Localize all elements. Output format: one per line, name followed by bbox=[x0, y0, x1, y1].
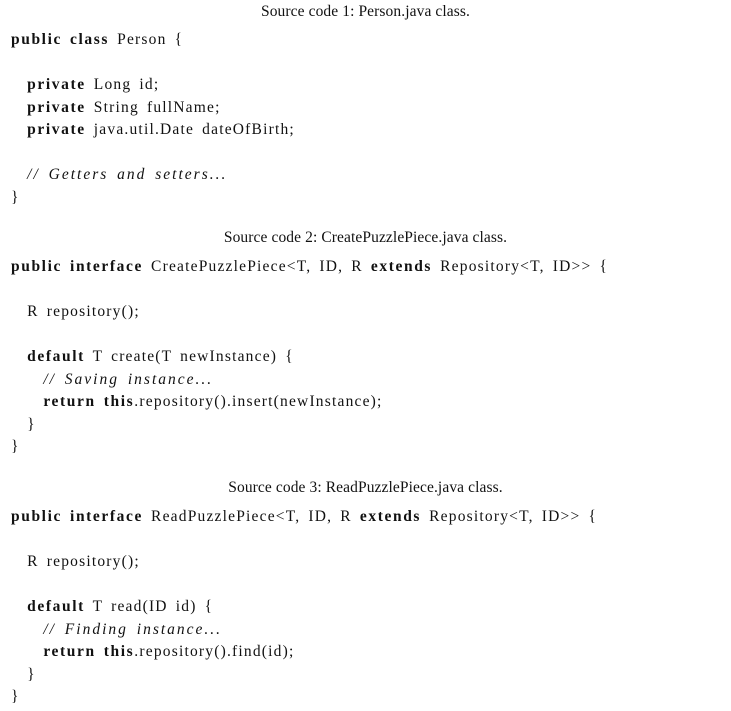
code-text bbox=[11, 76, 27, 93]
code-text: String fullName; bbox=[85, 98, 221, 116]
code-line: // Getters and setters... bbox=[11, 164, 726, 187]
keyword: class bbox=[70, 31, 110, 48]
code-line: public interface ReadPuzzlePiece<T, ID, … bbox=[11, 506, 726, 529]
code-line: R repository(); bbox=[11, 551, 726, 574]
code-text bbox=[11, 643, 43, 660]
code-text bbox=[11, 121, 27, 138]
code-line: private java.util.Date dateOfBirth; bbox=[11, 119, 726, 142]
code-line: } bbox=[11, 664, 726, 687]
keyword: return bbox=[43, 393, 96, 410]
code-line: // Saving instance... bbox=[11, 369, 726, 392]
code-text bbox=[11, 99, 27, 116]
code-line: default T create(T newInstance) { bbox=[11, 346, 726, 369]
code-text: .repository().insert(newInstance); bbox=[134, 393, 383, 410]
code-line: R repository(); bbox=[11, 301, 726, 324]
code-text: Long id; bbox=[85, 76, 160, 93]
code-text: ReadPuzzlePiece<T, ID, R bbox=[142, 508, 360, 525]
code-line bbox=[11, 142, 726, 165]
code-text: } bbox=[11, 188, 20, 206]
code-text: java.util.Date dateOfBirth; bbox=[85, 121, 295, 138]
code-text: T read(ID id) { bbox=[84, 598, 214, 615]
keyword: extends bbox=[359, 508, 422, 525]
code-text: CreatePuzzlePiece<T, ID, R bbox=[142, 258, 371, 275]
code-line: private Long id; bbox=[11, 74, 726, 97]
code-text: R repository(); bbox=[11, 553, 140, 570]
listing-2-code: public interface CreatePuzzlePiece<T, ID… bbox=[11, 256, 726, 459]
code-line: return this.repository().insert(newInsta… bbox=[11, 391, 726, 414]
code-line: // Finding instance... bbox=[11, 619, 726, 642]
listing-3-caption: Source code 3: ReadPuzzlePiece.java clas… bbox=[228, 479, 503, 496]
code-line bbox=[11, 574, 726, 597]
listing-3-code: public interface ReadPuzzlePiece<T, ID, … bbox=[11, 506, 726, 709]
code-text bbox=[11, 598, 27, 615]
code-text: Repository<T, ID>> { bbox=[421, 508, 598, 525]
listing-2-caption: Source code 2: CreatePuzzlePiece.java cl… bbox=[223, 229, 508, 246]
code-line: default T read(ID id) { bbox=[11, 596, 726, 619]
code-text: R repository(); bbox=[11, 303, 140, 320]
keyword: this bbox=[103, 643, 135, 660]
keyword: interface bbox=[70, 508, 143, 525]
code-text bbox=[62, 258, 70, 275]
code-line: public interface CreatePuzzlePiece<T, ID… bbox=[11, 256, 726, 279]
code-text bbox=[11, 166, 27, 183]
code-line: return this.repository().find(id); bbox=[11, 641, 726, 664]
code-text: } bbox=[11, 688, 20, 705]
code-line bbox=[11, 279, 726, 302]
code-line bbox=[11, 529, 726, 552]
keyword: public bbox=[11, 258, 62, 275]
code-text bbox=[11, 371, 43, 388]
code-text: .repository().find(id); bbox=[134, 643, 295, 660]
code-text: Person { bbox=[109, 31, 184, 48]
code-comment: // Getters and setters... bbox=[27, 166, 228, 183]
code-text: } bbox=[11, 665, 36, 683]
keyword: default bbox=[27, 598, 85, 615]
code-text: T create(T newInstance) { bbox=[84, 348, 294, 365]
code-text bbox=[62, 508, 70, 525]
code-comment: // Saving instance... bbox=[43, 370, 214, 388]
code-text bbox=[11, 393, 43, 410]
code-text bbox=[11, 348, 27, 365]
code-comment: // Finding instance... bbox=[43, 620, 223, 638]
code-text bbox=[96, 643, 104, 660]
keyword: public bbox=[11, 508, 62, 525]
keyword: return bbox=[43, 643, 96, 660]
keyword: interface bbox=[70, 258, 143, 275]
code-line: } bbox=[11, 686, 726, 709]
code-line: private String fullName; bbox=[11, 97, 726, 120]
keyword: public bbox=[11, 31, 62, 48]
code-text bbox=[96, 393, 104, 410]
code-text: } bbox=[11, 415, 36, 433]
code-text: } bbox=[11, 438, 20, 455]
listing-1-code: public class Person { private Long id; p… bbox=[11, 29, 726, 209]
keyword: private bbox=[27, 121, 86, 138]
code-line: public class Person { bbox=[11, 29, 726, 52]
keyword: extends bbox=[370, 258, 433, 275]
keyword: private bbox=[27, 98, 86, 116]
keyword: this bbox=[103, 393, 135, 410]
code-text: Repository<T, ID>> { bbox=[432, 258, 609, 275]
listing-1-caption: Source code 1: Person.java class. bbox=[260, 3, 471, 20]
code-line: } bbox=[11, 436, 726, 459]
code-text bbox=[62, 31, 70, 48]
keyword: private bbox=[27, 76, 86, 93]
code-line: } bbox=[11, 187, 726, 210]
code-line: } bbox=[11, 414, 726, 437]
code-text bbox=[11, 621, 43, 638]
keyword: default bbox=[27, 348, 85, 365]
code-line bbox=[11, 324, 726, 347]
code-line bbox=[11, 52, 726, 75]
